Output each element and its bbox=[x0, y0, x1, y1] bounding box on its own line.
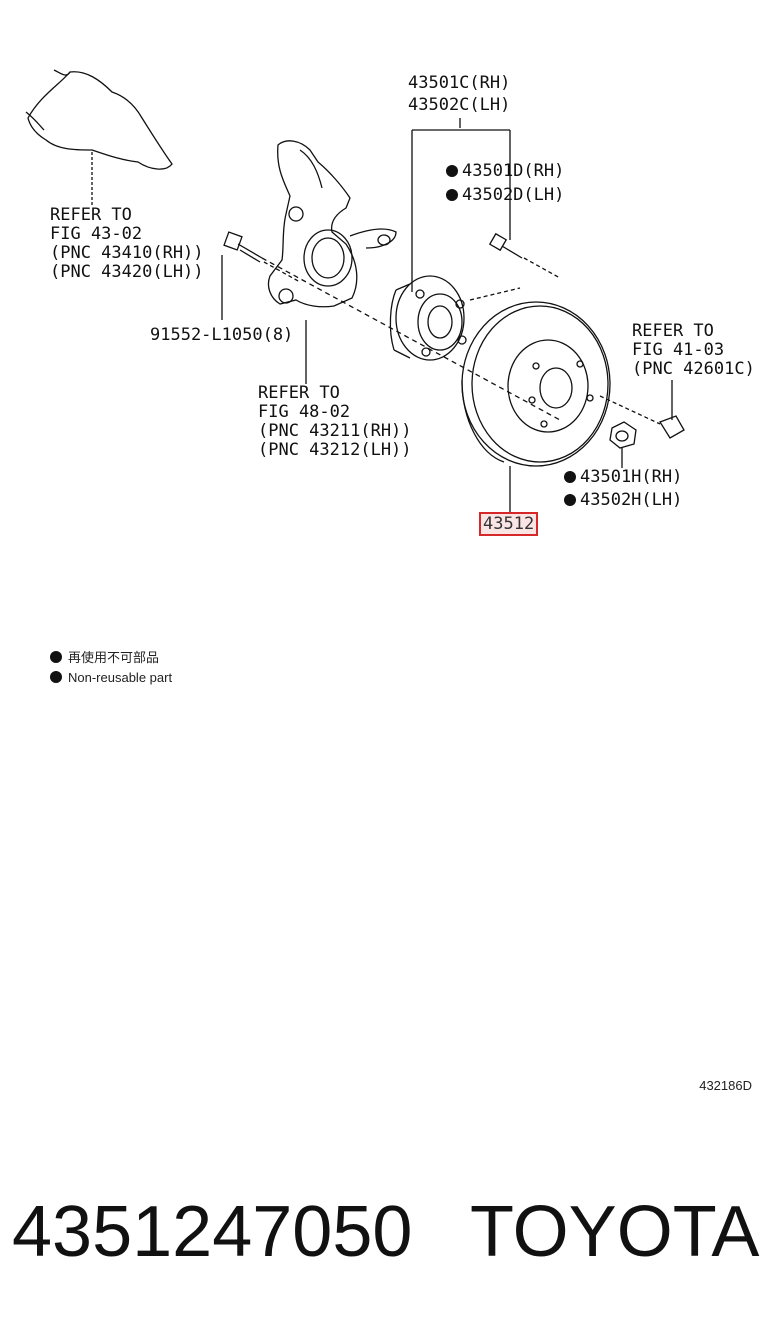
label-hub-bolt-rh: 43501D(RH) bbox=[446, 162, 564, 181]
label-ref-43-02-line3: (PNC 43410(RH)) bbox=[50, 243, 204, 263]
hub-bearing-assembly bbox=[389, 275, 467, 361]
label-bolt-91552: 91552-L1050(8) bbox=[150, 325, 294, 345]
label-ref-41-03-line3: (PNC 42601C) bbox=[632, 359, 755, 379]
label-hub-assy-lh: 43502C(LH) bbox=[408, 95, 511, 115]
hub-bolt bbox=[488, 232, 561, 279]
hub-nut bbox=[609, 421, 637, 449]
label-hub-nut-lh: 43502H(LH) bbox=[564, 491, 682, 510]
label-text: 43502D(LH) bbox=[462, 185, 565, 205]
label-ref-48-02-line1: REFER TO bbox=[258, 383, 340, 403]
label-hub-bolt-lh: 43502D(LH) bbox=[446, 186, 564, 205]
legend-jp: 再使用不可部品 bbox=[50, 650, 159, 666]
non-reusable-bullet-icon bbox=[564, 494, 576, 506]
highlighted-part-disc[interactable]: 43512 bbox=[479, 512, 539, 536]
label-ref-43-02-line4: (PNC 43420(LH)) bbox=[50, 262, 204, 282]
non-reusable-bullet-icon bbox=[50, 651, 62, 663]
part-number: 4351247050 bbox=[12, 1192, 413, 1272]
strut-sketch bbox=[27, 71, 173, 170]
non-reusable-bullet-icon bbox=[446, 189, 458, 201]
label-ref-43-02-line2: FIG 43-02 bbox=[50, 224, 143, 244]
non-reusable-bullet-icon bbox=[446, 165, 458, 177]
label-hub-assy-rh: 43501C(RH) bbox=[408, 73, 511, 93]
label-ref-48-02-line4: (PNC 43212(LH)) bbox=[258, 440, 412, 460]
label-hub-nut-rh: 43501H(RH) bbox=[564, 468, 682, 487]
steering-knuckle bbox=[267, 140, 397, 308]
diagram-code: 432186D bbox=[699, 1078, 752, 1093]
legend-en: Non-reusable part bbox=[50, 670, 172, 686]
label-text: 43501D(RH) bbox=[462, 161, 565, 181]
legend-jp-text: 再使用不可部品 bbox=[68, 650, 160, 665]
brand-name: TOYOTA bbox=[470, 1192, 760, 1272]
legend-en-text: Non-reusable part bbox=[68, 670, 173, 685]
label-ref-43-02-line1: REFER TO bbox=[50, 205, 132, 225]
label-text: 43502H(LH) bbox=[580, 490, 683, 510]
bolt-91552 bbox=[223, 231, 301, 283]
label-ref-41-03-line1: REFER TO bbox=[632, 321, 714, 341]
label-ref-48-02-line3: (PNC 43211(RH)) bbox=[258, 421, 412, 441]
label-text: 43501H(RH) bbox=[580, 467, 683, 487]
brake-disc bbox=[461, 301, 611, 467]
non-reusable-bullet-icon bbox=[564, 471, 576, 483]
label-ref-48-02-line2: FIG 48-02 bbox=[258, 402, 351, 422]
label-ref-41-03-line2: FIG 41-03 bbox=[632, 340, 725, 360]
non-reusable-bullet-icon bbox=[50, 671, 62, 683]
wheel-stud bbox=[599, 395, 685, 439]
